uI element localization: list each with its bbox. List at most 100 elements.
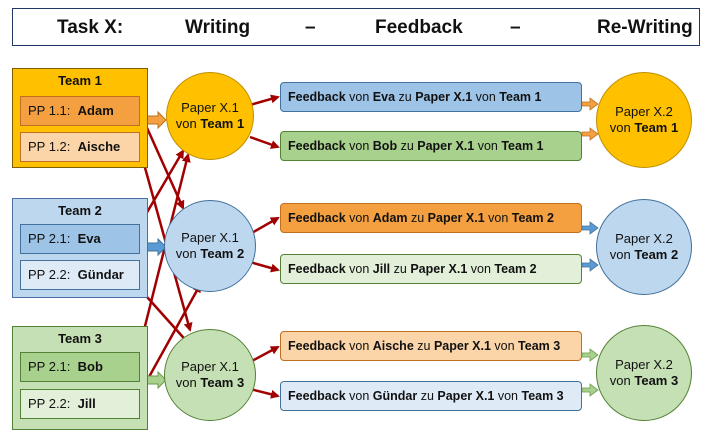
fb-word: zu bbox=[417, 389, 438, 403]
feedback-bob-team1: Feedback von Bob zu Paper X.1 von Team 1 bbox=[280, 131, 582, 161]
fb-word: zu bbox=[397, 139, 418, 153]
paper-title: Paper X.1 bbox=[181, 100, 239, 115]
team-3-member-jill: PP 2.2: Jill bbox=[20, 389, 140, 419]
fb-team: Team 3 bbox=[518, 339, 561, 353]
fb-word: von bbox=[345, 139, 373, 153]
team-1-member-aische: PP 1.2: Aische bbox=[20, 132, 140, 162]
fb-team: Team 2 bbox=[511, 211, 554, 225]
member-id: PP 1.2: bbox=[28, 139, 71, 154]
member-name: Aische bbox=[77, 139, 121, 154]
team-2-box: Team 2 PP 2.1: Eva PP 2.2: Gündar bbox=[12, 198, 148, 298]
fb-word: von bbox=[472, 90, 500, 104]
fb-word: von bbox=[345, 90, 373, 104]
block-arrow-team2 bbox=[146, 237, 167, 257]
team-2-title: Team 2 bbox=[58, 203, 102, 218]
revision-team-3-circle: Paper X.2 von Team 3 bbox=[596, 325, 692, 421]
header-step-feedback: Feedback bbox=[375, 17, 463, 38]
fb-word: zu bbox=[407, 211, 428, 225]
revision-team-1-circle: Paper X.2 von Team 1 bbox=[596, 72, 692, 168]
member-name: Bob bbox=[77, 359, 103, 374]
revision-von: von bbox=[609, 247, 635, 262]
member-id: PP 2.2: bbox=[28, 267, 71, 282]
header-dash-1: – bbox=[305, 17, 316, 38]
team-1-member-adam: PP 1.1: Adam bbox=[20, 96, 140, 126]
revision-von: von bbox=[609, 120, 635, 135]
member-id: PP 2.1: bbox=[28, 231, 71, 246]
member-id: PP 1.1: bbox=[28, 103, 71, 118]
fb-reviewer: Jill bbox=[372, 262, 391, 276]
fb-paper: Paper X.1 bbox=[433, 339, 491, 353]
revision-team: Team 1 bbox=[634, 120, 679, 135]
feedback-jill-team2: Feedback von Jill zu Paper X.1 von Team … bbox=[280, 254, 582, 284]
header-task-label: Task X: bbox=[57, 17, 124, 38]
arrow-paper2-to-fb-jill bbox=[249, 260, 280, 273]
paper-team-1-circle: Paper X.1 von Team 1 bbox=[166, 72, 254, 160]
team-3-title: Team 3 bbox=[58, 331, 102, 346]
header-step-rewriting: Re-Writing bbox=[597, 17, 693, 38]
header-step-writing: Writing bbox=[185, 17, 251, 38]
fb-word: Feedback bbox=[288, 90, 346, 104]
feedback-adam-team2: Feedback von Adam zu Paper X.1 von Team … bbox=[280, 203, 582, 233]
block-arrow-fb-jill bbox=[581, 258, 599, 272]
fb-word: Feedback bbox=[288, 262, 346, 276]
team-3-box: Team 3 PP 2.1: Bob PP 2.2: Jill bbox=[12, 326, 148, 430]
paper-team: Team 1 bbox=[200, 116, 245, 131]
paper-team-2-circle: Paper X.1 von Team 2 bbox=[164, 200, 256, 292]
feedback-gundar-team3: Feedback von Gündar zu Paper X.1 von Tea… bbox=[280, 381, 582, 411]
fb-paper: Paper X.1 bbox=[427, 211, 485, 225]
arrow-paper3-to-fb-aische bbox=[249, 345, 280, 364]
paper-team: Team 3 bbox=[200, 375, 245, 390]
fb-word: von bbox=[494, 389, 522, 403]
block-arrow-fb-eva bbox=[581, 97, 599, 111]
fb-team: Team 3 bbox=[521, 389, 564, 403]
revision-title: Paper X.2 bbox=[615, 231, 673, 246]
member-id: PP 2.2: bbox=[28, 396, 71, 411]
fb-paper: Paper X.1 bbox=[437, 389, 495, 403]
fb-word: Feedback bbox=[288, 389, 346, 403]
paper-team-3-circle: Paper X.1 von Team 3 bbox=[164, 329, 256, 421]
fb-reviewer: Eva bbox=[372, 90, 396, 104]
feedback-aische-team3: Feedback von Aische zu Paper X.1 von Tea… bbox=[280, 331, 582, 361]
paper-von: von bbox=[175, 116, 201, 131]
team-3-member-bob: PP 2.1: Bob bbox=[20, 352, 140, 382]
fb-word: zu bbox=[395, 90, 416, 104]
fb-reviewer: Gündar bbox=[372, 389, 418, 403]
fb-word: von bbox=[490, 339, 519, 353]
paper-von: von bbox=[175, 246, 201, 261]
block-arrow-team1 bbox=[146, 110, 167, 130]
arrow-paper3-to-fb-gundar bbox=[249, 387, 280, 399]
team-1-box: Team 1 PP 1.1: Adam PP 1.2: Aische bbox=[12, 68, 148, 168]
member-name: Eva bbox=[77, 231, 101, 246]
fb-word: von bbox=[345, 211, 373, 225]
revision-von: von bbox=[609, 373, 635, 388]
fb-word: von bbox=[484, 211, 512, 225]
header-bar: Task X: Writing – Feedback – Re-Writing bbox=[12, 8, 700, 46]
member-name: Gündar bbox=[77, 267, 124, 282]
team-2-member-eva: PP 2.1: Eva bbox=[20, 224, 140, 254]
fb-team: Team 1 bbox=[499, 90, 542, 104]
block-arrow-fb-aische bbox=[581, 348, 599, 362]
arrow-bob-to-paper1 bbox=[137, 153, 191, 351]
fb-team: Team 1 bbox=[501, 139, 544, 153]
member-id: PP 2.1: bbox=[28, 359, 71, 374]
team-1-title: Team 1 bbox=[58, 73, 102, 88]
fb-word: zu bbox=[413, 339, 434, 353]
fb-reviewer: Bob bbox=[372, 139, 398, 153]
revision-team-2-circle: Paper X.2 von Team 2 bbox=[596, 199, 692, 295]
member-name: Jill bbox=[77, 396, 96, 411]
paper-team: Team 2 bbox=[200, 246, 245, 261]
team-2-member-gundar: PP 2.2: Gündar bbox=[20, 260, 140, 290]
fb-team: Team 2 bbox=[494, 262, 537, 276]
fb-paper: Paper X.1 bbox=[410, 262, 468, 276]
paper-title: Paper X.1 bbox=[181, 230, 239, 245]
fb-paper: Paper X.1 bbox=[417, 139, 475, 153]
fb-reviewer: Aische bbox=[372, 339, 414, 353]
paper-title: Paper X.1 bbox=[181, 359, 239, 374]
arrow-paper2-to-fb-adam bbox=[249, 216, 280, 236]
arrow-paper1-to-fb-bob bbox=[249, 135, 280, 149]
fb-word: zu bbox=[390, 262, 411, 276]
paper-von: von bbox=[175, 375, 201, 390]
arrow-paper1-to-fb-eva bbox=[249, 94, 280, 107]
fb-word: Feedback bbox=[288, 339, 346, 353]
block-arrow-fb-bob bbox=[581, 127, 599, 141]
